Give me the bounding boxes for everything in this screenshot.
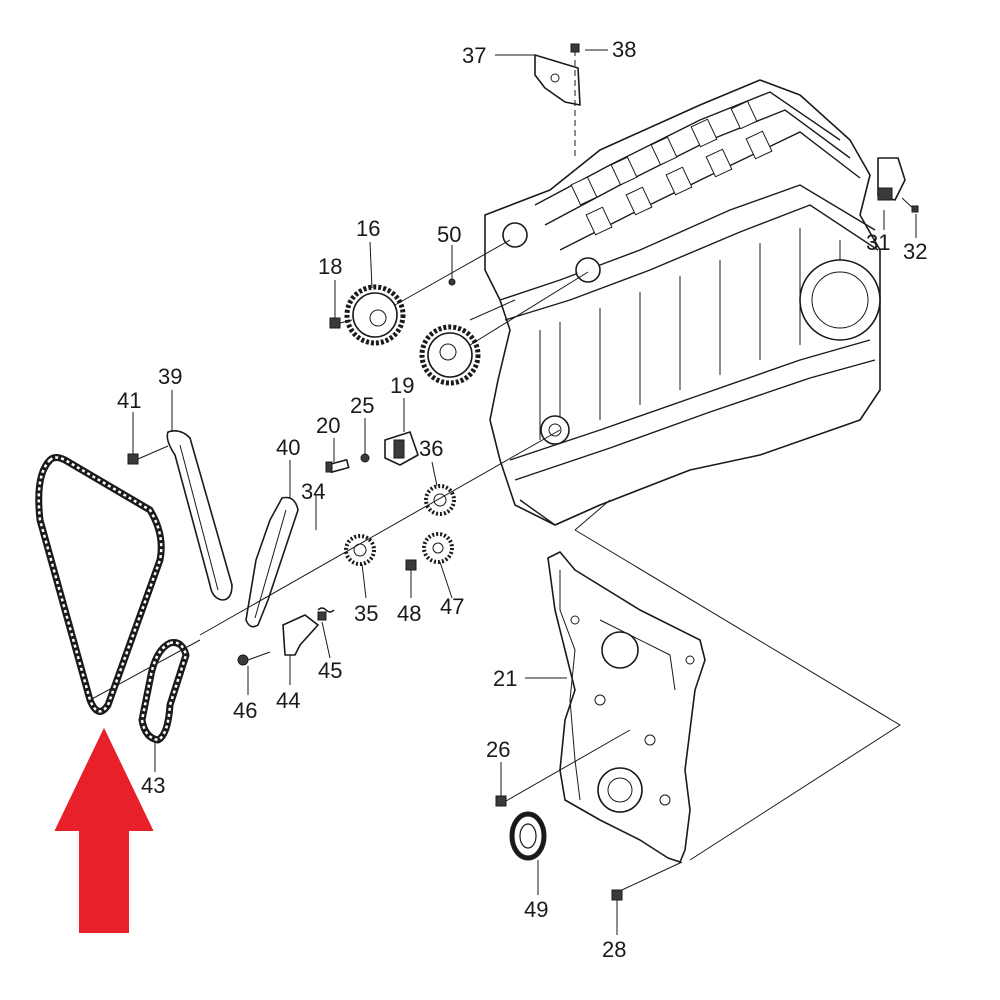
callout-labels: 37 38 16 50 18 31 32 39 41 19 25 20 40 3… — [117, 37, 927, 962]
front-crank-seal-49 — [509, 811, 547, 861]
engine-block — [484, 79, 881, 526]
callout-31: 31 — [866, 230, 890, 255]
callout-45: 45 — [318, 658, 342, 683]
callout-35: 35 — [354, 601, 378, 626]
callout-26: 26 — [486, 737, 510, 762]
callout-19: 19 — [390, 373, 414, 398]
callout-44: 44 — [276, 688, 300, 713]
callout-43: 43 — [141, 773, 165, 798]
callout-37: 37 — [462, 43, 486, 68]
dowel-pin-50 — [448, 262, 456, 286]
oil-pump-chain-43 — [138, 639, 190, 744]
crank-sprocket-35 — [344, 534, 376, 566]
highlight-arrow — [54, 727, 154, 933]
callout-25: 25 — [350, 393, 374, 418]
callout-50: 50 — [437, 222, 461, 247]
callout-38: 38 — [612, 37, 636, 62]
cam-position-sensor — [877, 157, 919, 213]
timing-cover-21 — [547, 551, 706, 863]
callout-20: 20 — [316, 413, 340, 438]
camshaft-sprocket-intake — [419, 324, 481, 386]
callout-34: 34 — [301, 479, 325, 504]
callout-28: 28 — [602, 937, 626, 962]
callout-32: 32 — [903, 239, 927, 264]
leader-lines — [132, 49, 917, 935]
chain-guide-39 — [166, 430, 233, 601]
bolt-20 — [325, 459, 350, 473]
callout-49: 49 — [524, 897, 548, 922]
callout-16: 16 — [356, 216, 380, 241]
cover-bolt-28 — [611, 861, 683, 901]
tensioner-spring-45 — [317, 607, 335, 621]
callout-36: 36 — [419, 436, 443, 461]
washer-25 — [360, 453, 370, 463]
engine-hanger-bracket — [534, 43, 581, 160]
callout-41: 41 — [117, 388, 141, 413]
callout-40: 40 — [276, 435, 300, 460]
tensioner-arm-40 — [245, 496, 299, 628]
nut-48 — [405, 559, 417, 571]
guide-bolt-41 — [127, 445, 169, 465]
oil-pump-tensioner-44 — [282, 614, 319, 656]
camshaft-sprocket-exhaust — [344, 284, 406, 346]
timing-chain-main — [35, 454, 165, 715]
callout-47: 47 — [440, 594, 464, 619]
callout-46: 46 — [233, 698, 257, 723]
chain-tensioner-19 — [384, 431, 419, 466]
callout-48: 48 — [397, 601, 421, 626]
callout-39: 39 — [158, 364, 182, 389]
callout-18: 18 — [318, 254, 342, 279]
crank-sprocket-36 — [424, 484, 456, 516]
callout-21: 21 — [493, 666, 517, 691]
bolt-46 — [237, 651, 271, 666]
oil-pump-sprocket-47 — [422, 532, 454, 564]
